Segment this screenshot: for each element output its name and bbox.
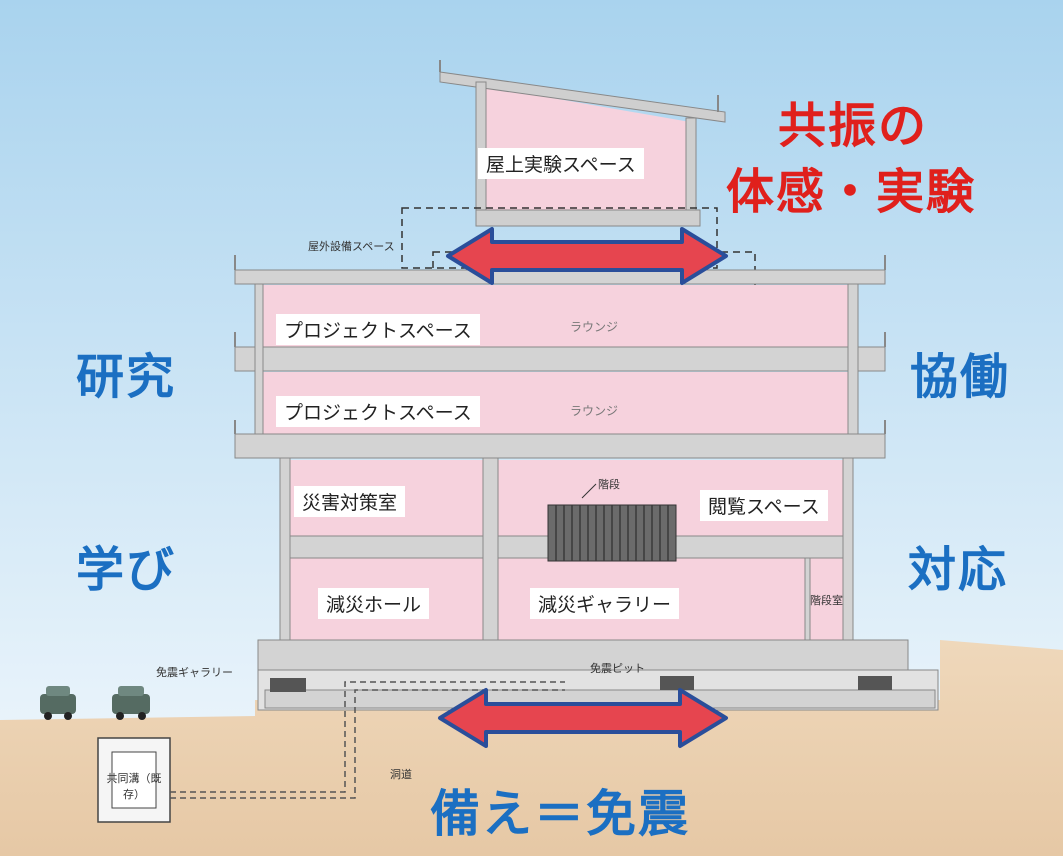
isolator-3 bbox=[858, 676, 892, 690]
floor-4-slab bbox=[234, 433, 886, 459]
keyword-isolation: 備え＝免震 bbox=[430, 785, 690, 843]
room-label-tunnel: 洞道 bbox=[390, 768, 412, 781]
isolator-1 bbox=[270, 678, 306, 692]
rooftop-roof-slab bbox=[439, 71, 726, 123]
isolator-2 bbox=[660, 676, 694, 690]
keyword-response: 対応 bbox=[908, 542, 1009, 598]
room-label-utility-tunnel: 共同溝（既存） bbox=[106, 772, 162, 801]
room-label-lounge-upper: ラウンジ bbox=[570, 320, 619, 334]
keyword-resonance-line2: 体感・実験 bbox=[726, 164, 977, 220]
rooftop-wall-right bbox=[685, 117, 697, 215]
room-label-isolation-pit: 免震ピット bbox=[590, 662, 645, 675]
floor-2-small-room bbox=[810, 558, 848, 640]
floor-5-slab bbox=[234, 346, 886, 372]
car-icon bbox=[112, 686, 150, 720]
room-label-reading-space: 閲覧スペース bbox=[700, 490, 828, 521]
roof-slab bbox=[234, 269, 886, 285]
room-label-disaster-room: 災害対策室 bbox=[294, 486, 406, 517]
room-label-gallery: 減災ギャラリー bbox=[530, 588, 680, 619]
keyword-learning: 学び bbox=[76, 542, 177, 598]
room-label-isolation-gallery: 免震ギャラリー bbox=[156, 666, 233, 679]
room-label-outdoor-equipment: 屋外設備スペース bbox=[308, 240, 395, 253]
room-label-lounge-lower: ラウンジ bbox=[570, 404, 619, 418]
car-icon bbox=[40, 686, 76, 720]
rooftop-floor-slab bbox=[475, 209, 701, 227]
room-label-stairs: 階段 bbox=[598, 478, 620, 491]
keyword-research: 研究 bbox=[76, 349, 177, 405]
room-label-project-space-upper: プロジェクトスペース bbox=[276, 314, 480, 345]
ground bbox=[0, 640, 1063, 856]
tunnel-path bbox=[170, 689, 565, 799]
room-label-small-room: 階段室 bbox=[810, 594, 843, 607]
keyword-resonance-line1: 共振の bbox=[778, 98, 929, 154]
room-label-hall: 減災ホール bbox=[318, 588, 430, 619]
room-label-project-space-lower: プロジェクトスペース bbox=[276, 396, 480, 427]
room-label-rooftop-lab: 屋上実験スペース bbox=[478, 148, 644, 179]
resonance-arrow bbox=[446, 227, 728, 285]
keyword-collaboration: 協働 bbox=[910, 349, 1011, 405]
isolation-arrow bbox=[438, 688, 728, 748]
ground-floor-slab bbox=[257, 639, 909, 671]
